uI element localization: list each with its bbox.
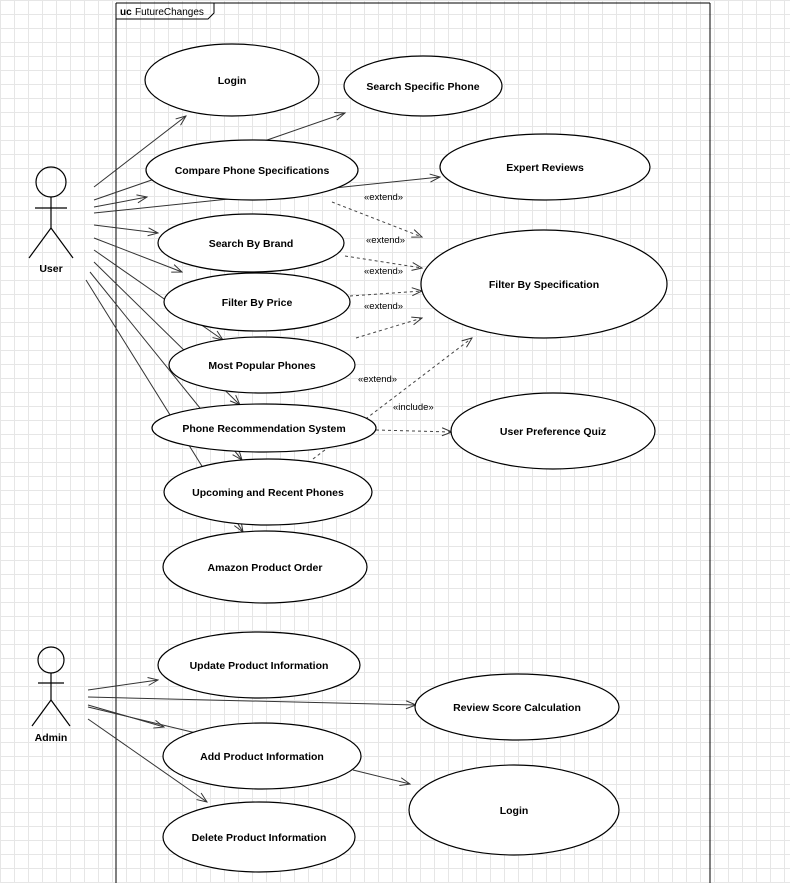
system-frame: uc FutureChanges <box>115 2 711 883</box>
include-recommendation-quiz <box>375 430 452 432</box>
use-case-label: Login <box>218 75 247 87</box>
use-case-label: Review Score Calculation <box>453 702 581 714</box>
use-case-login-user[interactable]: Login <box>144 43 320 117</box>
assoc-user-filter-price <box>93 237 182 272</box>
use-case-update-product-info[interactable]: Update Product Information <box>157 631 361 699</box>
use-case-label: Filter By Specification <box>489 279 599 291</box>
use-case-most-popular-phones[interactable]: Most Popular Phones <box>168 336 356 394</box>
use-case-compare-phone-specs[interactable]: Compare Phone Specifications <box>145 139 359 201</box>
use-case-label: Upcoming and Recent Phones <box>192 487 344 499</box>
stick-figure-icon <box>31 646 71 727</box>
use-case-phone-recommendation-system[interactable]: Phone Recommendation System <box>151 403 377 453</box>
use-case-label: Filter By Price <box>222 297 293 309</box>
assoc-add-login <box>352 769 410 784</box>
dependencies <box>312 201 472 460</box>
use-case-label: Delete Product Information <box>192 832 327 844</box>
use-case-expert-reviews[interactable]: Expert Reviews <box>439 133 651 201</box>
use-case-upcoming-recent-phones[interactable]: Upcoming and Recent Phones <box>163 458 373 526</box>
use-case-delete-product-info[interactable]: Delete Product Information <box>162 801 356 873</box>
admin-associations <box>87 680 416 802</box>
use-case-filter-by-price[interactable]: Filter By Price <box>163 272 351 332</box>
actor-user[interactable]: User <box>28 166 74 275</box>
extend-compare-filter <box>331 201 422 237</box>
extend-brand-filter <box>344 255 422 268</box>
use-case-label: User Preference Quiz <box>500 426 606 438</box>
use-case-login-admin[interactable]: Login <box>408 764 620 856</box>
extend-label: «extend» <box>364 192 403 203</box>
assoc-admin-delete <box>87 718 207 802</box>
assoc-user-login <box>93 116 186 188</box>
include-label: «include» <box>393 402 434 413</box>
use-case-label: Phone Recommendation System <box>182 423 345 435</box>
assoc-admin-update <box>87 680 158 691</box>
extend-label: «extend» <box>364 266 403 277</box>
use-case-label: Login <box>500 805 529 817</box>
extend-label: «extend» <box>364 301 403 312</box>
use-case-label: Most Popular Phones <box>208 360 316 372</box>
use-case-label: Search By Brand <box>209 238 294 250</box>
use-case-label: Amazon Product Order <box>208 562 323 574</box>
frame-title: FutureChanges <box>135 7 204 18</box>
use-case-label: Update Product Information <box>190 660 329 672</box>
stick-figure-icon <box>28 166 74 259</box>
use-case-label: Expert Reviews <box>506 162 584 174</box>
use-case-search-specific-phone[interactable]: Search Specific Phone <box>343 55 503 117</box>
frame-keyword: uc <box>120 7 132 18</box>
use-case-label: Compare Phone Specifications <box>175 165 330 177</box>
use-case-label: Add Product Information <box>200 751 324 763</box>
extend-price-filter <box>349 291 422 297</box>
use-case-filter-by-specification[interactable]: Filter By Specification <box>420 229 668 339</box>
actor-admin[interactable]: Admin <box>31 646 71 744</box>
extend-label: «extend» <box>366 235 405 246</box>
assoc-user-search-brand <box>93 224 158 233</box>
extend-popular-filter <box>355 318 422 339</box>
extend-label: «extend» <box>358 374 397 385</box>
use-case-user-preference-quiz[interactable]: User Preference Quiz <box>450 392 656 470</box>
assoc-admin-review-score <box>87 696 416 705</box>
assoc-admin-add-2 <box>87 706 197 734</box>
use-case-amazon-product-order[interactable]: Amazon Product Order <box>162 530 368 604</box>
use-case-add-product-info[interactable]: Add Product Information <box>162 722 362 790</box>
use-case-search-by-brand[interactable]: Search By Brand <box>157 213 345 273</box>
use-case-label: Search Specific Phone <box>366 81 479 93</box>
assoc-user-compare <box>93 197 147 208</box>
actor-label: Admin <box>35 732 68 744</box>
actor-label: User <box>39 263 62 275</box>
use-case-review-score-calculation[interactable]: Review Score Calculation <box>414 673 620 741</box>
